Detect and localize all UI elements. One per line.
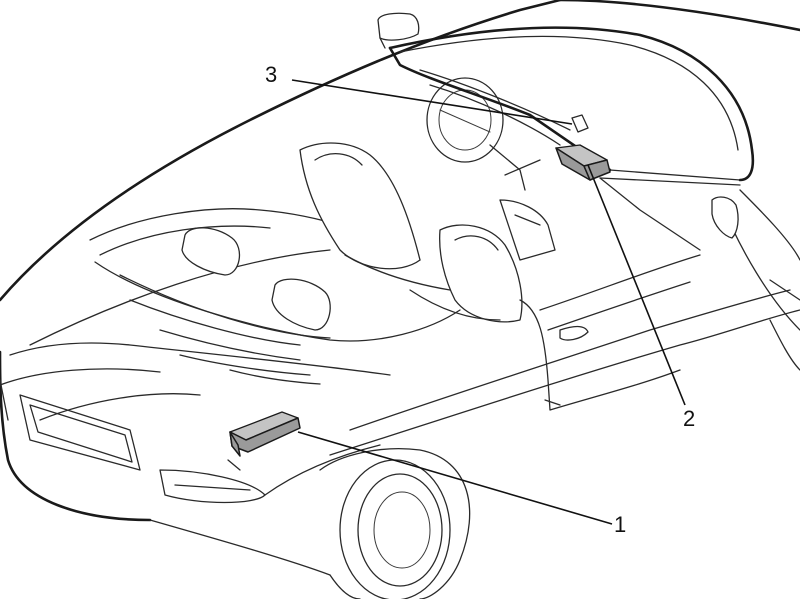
callout-1: 1 bbox=[614, 512, 626, 537]
module-2 bbox=[555, 144, 611, 181]
callout-labels: 1 2 3 bbox=[265, 62, 695, 537]
leader-lines bbox=[291, 79, 686, 525]
rear-cabin bbox=[89, 208, 461, 385]
module-1 bbox=[227, 411, 301, 471]
car-body bbox=[0, 0, 800, 576]
callout-3: 3 bbox=[265, 62, 277, 87]
leader-line-2 bbox=[587, 164, 686, 406]
leader-line-3 bbox=[291, 79, 573, 125]
module-3 bbox=[571, 114, 589, 133]
leader-line-1 bbox=[297, 431, 613, 525]
callout-2: 2 bbox=[683, 406, 695, 431]
front-seats bbox=[299, 142, 556, 323]
rear-wheel bbox=[319, 448, 471, 599]
door bbox=[519, 177, 701, 411]
windshield bbox=[377, 12, 755, 239]
dashboard bbox=[419, 69, 571, 191]
